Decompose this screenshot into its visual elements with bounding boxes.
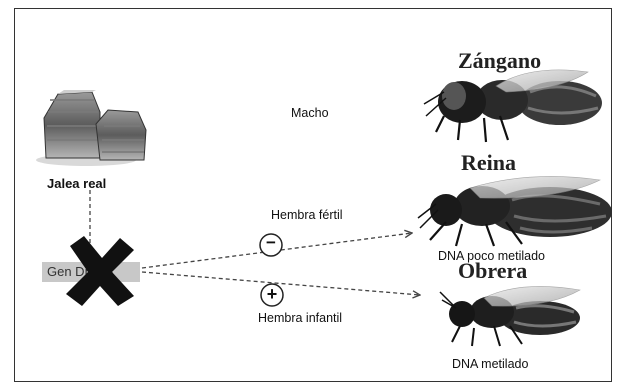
knockout-cross-icon (66, 236, 134, 306)
